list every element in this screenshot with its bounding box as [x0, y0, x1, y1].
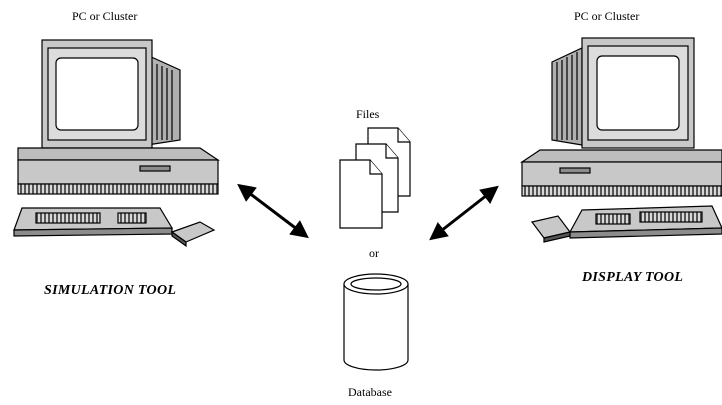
- left-computer-icon: [13, 39, 220, 248]
- display-tool-label: DISPLAY TOOL: [582, 270, 684, 285]
- database-icon: [343, 273, 409, 371]
- left-pc-caption: PC or Cluster: [72, 9, 138, 23]
- right-computer-icon: [520, 37, 722, 243]
- left-bidirectional-arrow: [237, 183, 309, 239]
- files-stack-icon: [339, 127, 411, 229]
- simulation-tool-label: SIMULATION TOOL: [44, 283, 177, 298]
- or-label: or: [369, 246, 379, 260]
- right-pc-caption: PC or Cluster: [574, 9, 640, 23]
- files-label: Files: [356, 107, 380, 121]
- database-label: Database: [348, 385, 392, 399]
- right-bidirectional-arrow: [429, 185, 499, 241]
